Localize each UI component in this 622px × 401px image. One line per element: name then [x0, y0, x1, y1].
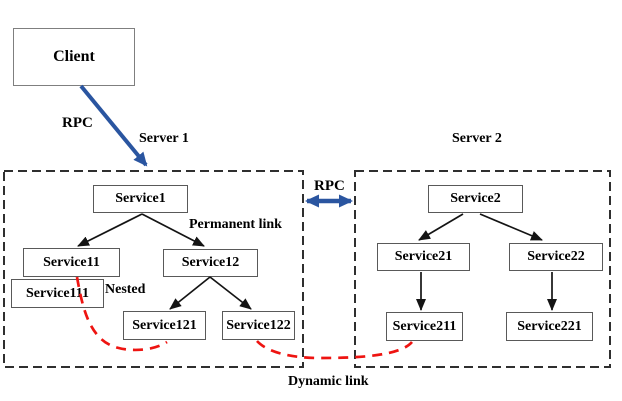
service21-label: Service21	[394, 249, 453, 264]
service11-label: Service11	[43, 254, 100, 270]
service2-box: Service2	[428, 185, 523, 213]
service12-box: Service12	[163, 249, 258, 277]
service11-box: Service11	[23, 248, 120, 277]
service1-to-service11-arrow	[77, 213, 143, 247]
service1-box: Service1	[93, 185, 188, 213]
dynamic-link-label: Dynamic link	[288, 374, 369, 389]
permanent-link-label: Permanent link	[189, 217, 282, 232]
server2-title: Server 2	[452, 131, 502, 146]
client-label: Client	[53, 48, 95, 65]
service22-label: Service22	[527, 249, 585, 264]
service2-label: Service2	[450, 191, 501, 206]
service111-box: Service111	[11, 279, 104, 308]
service211-label: Service211	[392, 318, 457, 334]
nested-label: Nested	[105, 282, 146, 297]
service1-label: Service1	[115, 191, 166, 206]
service22-box: Service22	[509, 243, 603, 271]
service121-box: Service121	[123, 311, 206, 340]
service12-to-service121-arrow	[169, 276, 211, 310]
service2-to-service22-arrow	[479, 213, 543, 241]
service221-label: Service221	[517, 318, 582, 334]
servers-rpc-label: RPC	[314, 178, 345, 194]
service221-box: Service221	[506, 312, 593, 341]
service2-to-service21-arrow	[418, 213, 464, 241]
service111-label: Service111	[26, 285, 89, 301]
service12-to-service122-arrow	[209, 276, 252, 310]
service12-label: Service12	[181, 255, 240, 270]
dynamic-link-service122-to-service211	[256, 340, 414, 360]
service122-label: Service122	[226, 317, 291, 333]
service21-box: Service21	[377, 243, 470, 271]
service122-box: Service122	[222, 311, 295, 340]
service121-label: Service121	[132, 317, 197, 333]
service211-box: Service211	[386, 312, 463, 341]
server1-title: Server 1	[139, 131, 189, 146]
client-box: Client	[13, 28, 135, 86]
client-rpc-label: RPC	[62, 115, 93, 131]
